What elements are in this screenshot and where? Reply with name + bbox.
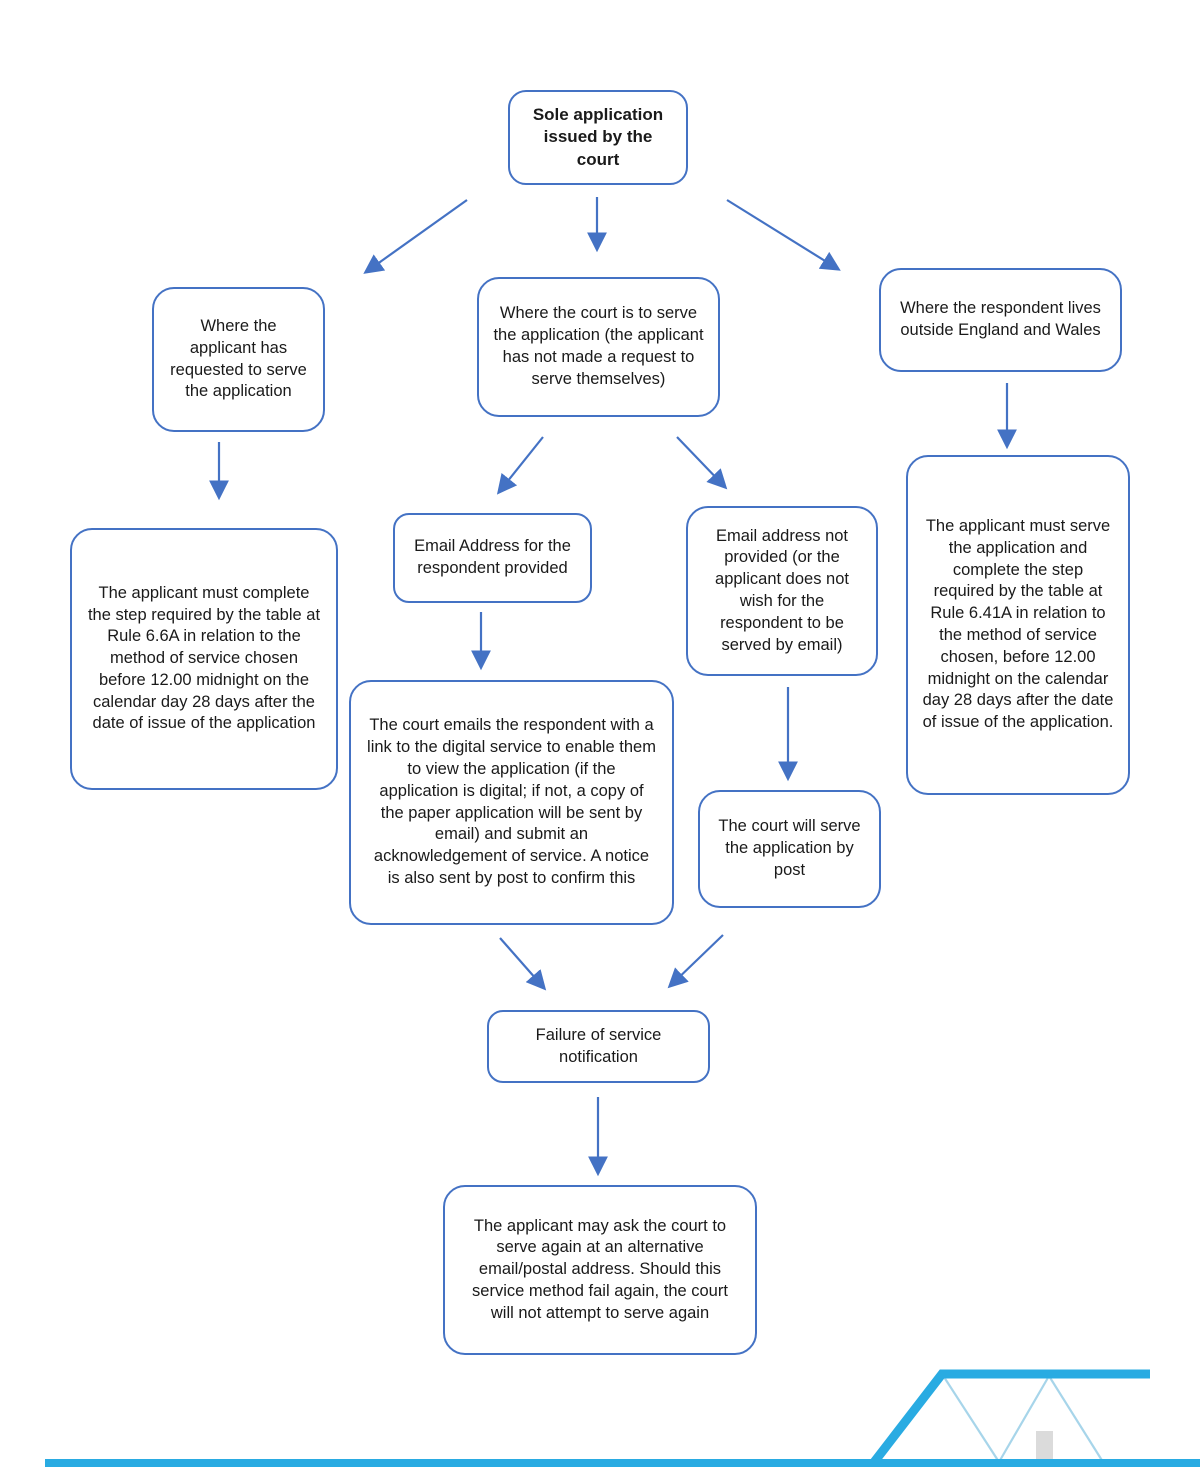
node-failure-of-service-notification: Failure of service notification xyxy=(487,1010,710,1083)
arrow-court-to-email-no xyxy=(676,436,728,490)
arrow-post-to-failure xyxy=(667,934,724,989)
footer-bar xyxy=(45,1459,1200,1467)
node-respondent-outside-england-wales: Where the respondent lives outside Engla… xyxy=(879,268,1122,372)
node-court-serves-by-post: The court will serve the application by … xyxy=(698,790,881,908)
arrow-court-emails-to-failure xyxy=(499,937,547,991)
arrow-sole-to-outside xyxy=(726,199,841,271)
node-email-address-provided: Email Address for the respondent provide… xyxy=(393,513,592,603)
node-rule-6-6a-step: The applicant must complete the step req… xyxy=(70,528,338,790)
node-sole-application: Sole application issued by the court xyxy=(508,90,688,185)
arrow-sole-to-requested xyxy=(363,199,468,274)
node-court-to-serve: Where the court is to serve the applicat… xyxy=(477,277,720,417)
node-rule-6-41a-step: The applicant must serve the application… xyxy=(906,455,1130,795)
node-court-emails-respondent: The court emails the respondent with a l… xyxy=(349,680,674,925)
logo-door xyxy=(1036,1431,1053,1462)
mountain-logo xyxy=(864,1369,1150,1467)
arrow-court-to-email-yes xyxy=(496,436,544,495)
node-email-address-not-provided: Email address not provided (or the appli… xyxy=(686,506,878,676)
node-applicant-requested: Where the applicant has requested to ser… xyxy=(152,287,325,432)
node-ask-court-to-serve-again: The applicant may ask the court to serve… xyxy=(443,1185,757,1355)
logo-thick-roofline xyxy=(864,1369,1150,1467)
